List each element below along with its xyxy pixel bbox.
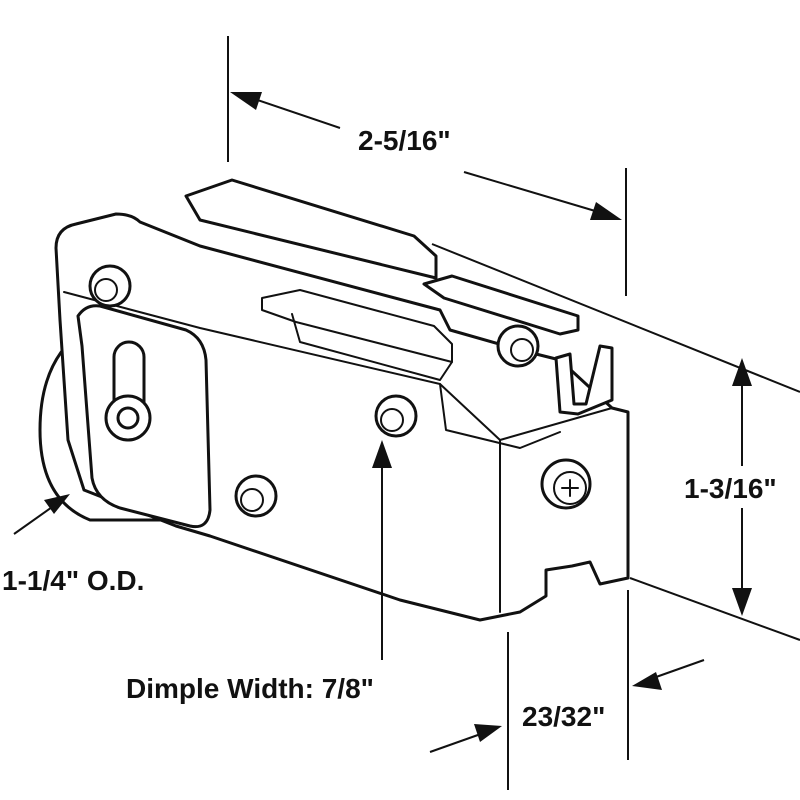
housing-side-top (499, 407, 613, 441)
inner-floor-edge (439, 383, 561, 449)
hole-top-left (88, 264, 132, 308)
depth-arrowhead-right (632, 672, 662, 690)
adjuster-hole (116, 406, 140, 430)
height-arrowhead-bottom (732, 588, 752, 616)
phillips-screw-icon (540, 458, 592, 510)
dimple-center (374, 394, 418, 438)
channel-upper (261, 289, 453, 363)
length-label: 2-5/16" (358, 125, 451, 156)
rear-clip (554, 344, 614, 416)
hole-top-right (496, 324, 540, 368)
height-arrowhead-top (732, 358, 752, 386)
rear-rail-outline (422, 274, 580, 336)
channel-lower (291, 313, 453, 381)
height-extension-bottom (629, 577, 800, 641)
top-rail (184, 178, 580, 336)
dimple-center-inner (380, 408, 404, 432)
depth-arrowhead-left (474, 724, 502, 742)
dimple-arrowhead (372, 440, 392, 468)
dimension-arrows (13, 92, 752, 753)
holes (88, 264, 540, 518)
height-label: 1-3/16" (684, 473, 777, 504)
wheel-od-label: 1-1/4" O.D. (2, 565, 144, 596)
hole-bottom-inner (240, 488, 264, 512)
extension-lines (227, 36, 800, 790)
top-rail-outline (184, 178, 438, 280)
hole-bottom (234, 474, 278, 518)
hole-top-right-inner (510, 338, 534, 362)
housing-body (54, 212, 630, 622)
housing-top-edge (63, 291, 501, 441)
wheel-arrowhead (44, 494, 70, 514)
length-arrowhead-right (590, 202, 622, 220)
length-arrowhead-left (230, 92, 262, 110)
depth-label: 23/32" (522, 701, 605, 732)
dimple-width-label: Dimple Width: 7/8" (126, 673, 374, 704)
length-arrow-right (463, 171, 613, 217)
hole-top-left-inner (94, 278, 118, 302)
dimension-labels: 2-5/16" 1-3/16" 1-1/4" O.D. Dimple Width… (2, 125, 777, 732)
